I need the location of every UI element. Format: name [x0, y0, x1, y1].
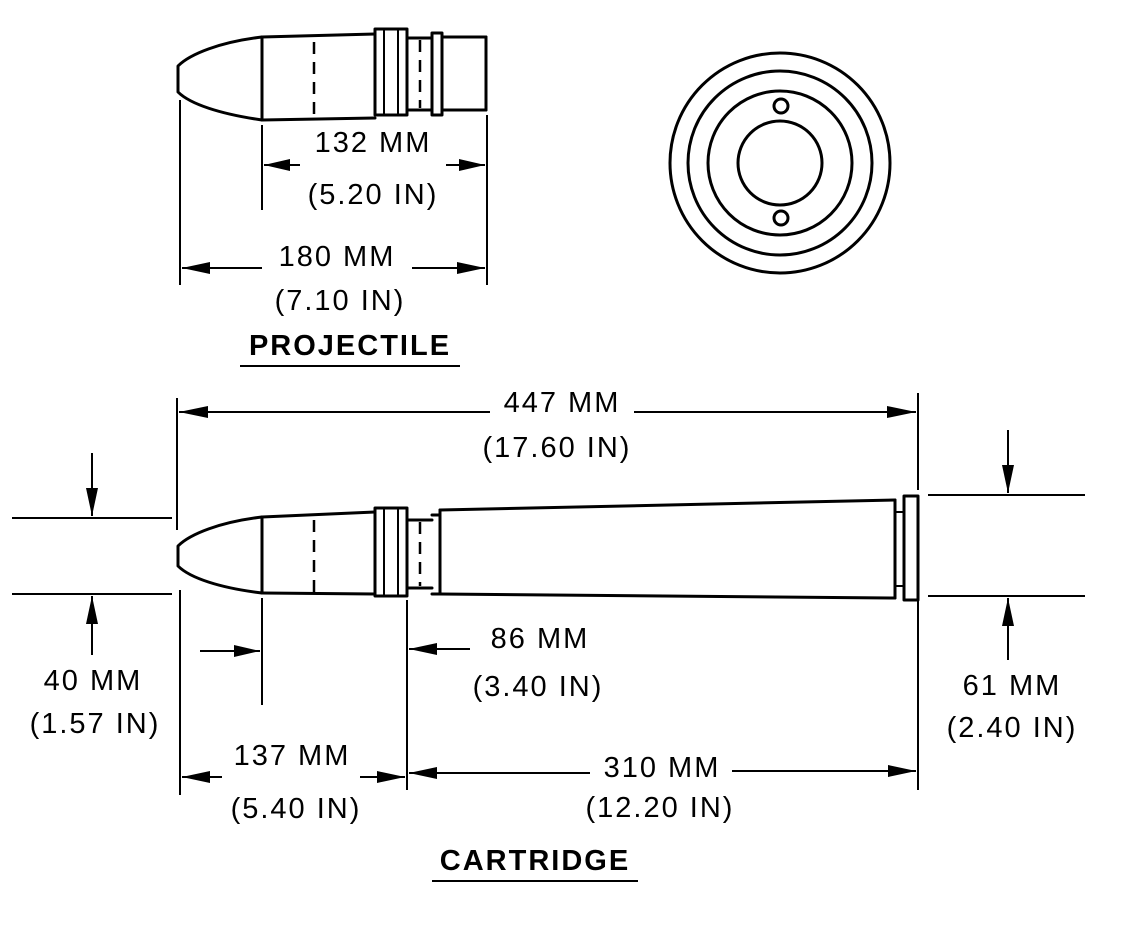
nose-diameter-mm: 40 MM [44, 665, 143, 697]
case-length-in: (12.20 IN) [586, 792, 735, 824]
band-position-in: (3.40 IN) [473, 671, 604, 703]
cartridge-overall-length-in: (17.60 IN) [483, 432, 632, 464]
cartridge-caption: CARTRIDGE [440, 845, 630, 877]
cartridge-drawing [176, 494, 920, 602]
projectile-caption: PROJECTILE [249, 330, 451, 362]
cartridge-base-view [668, 51, 892, 275]
projectile-length-in: (5.40 IN) [231, 793, 362, 825]
band-position-mm: 86 MM [491, 623, 590, 655]
nose-diameter-in: (1.57 IN) [30, 708, 161, 740]
case-diameter-mm: 61 MM [963, 670, 1062, 702]
projectile-dimensions [179, 100, 488, 285]
projectile-overall-length-mm: 180 MM [279, 241, 396, 273]
projectile-body-length-in: (5.20 IN) [308, 179, 439, 211]
cartridge-overall-length-mm: 447 MM [504, 387, 621, 419]
cartridge-dimensions [12, 393, 1085, 795]
projectile-drawing [176, 27, 488, 122]
case-diameter-in: (2.40 IN) [947, 712, 1078, 744]
projectile-length-mm: 137 MM [234, 740, 351, 772]
projectile-overall-length-in: (7.10 IN) [275, 285, 406, 317]
case-length-mm: 310 MM [604, 752, 721, 784]
projectile-body-length-mm: 132 MM [315, 127, 432, 159]
